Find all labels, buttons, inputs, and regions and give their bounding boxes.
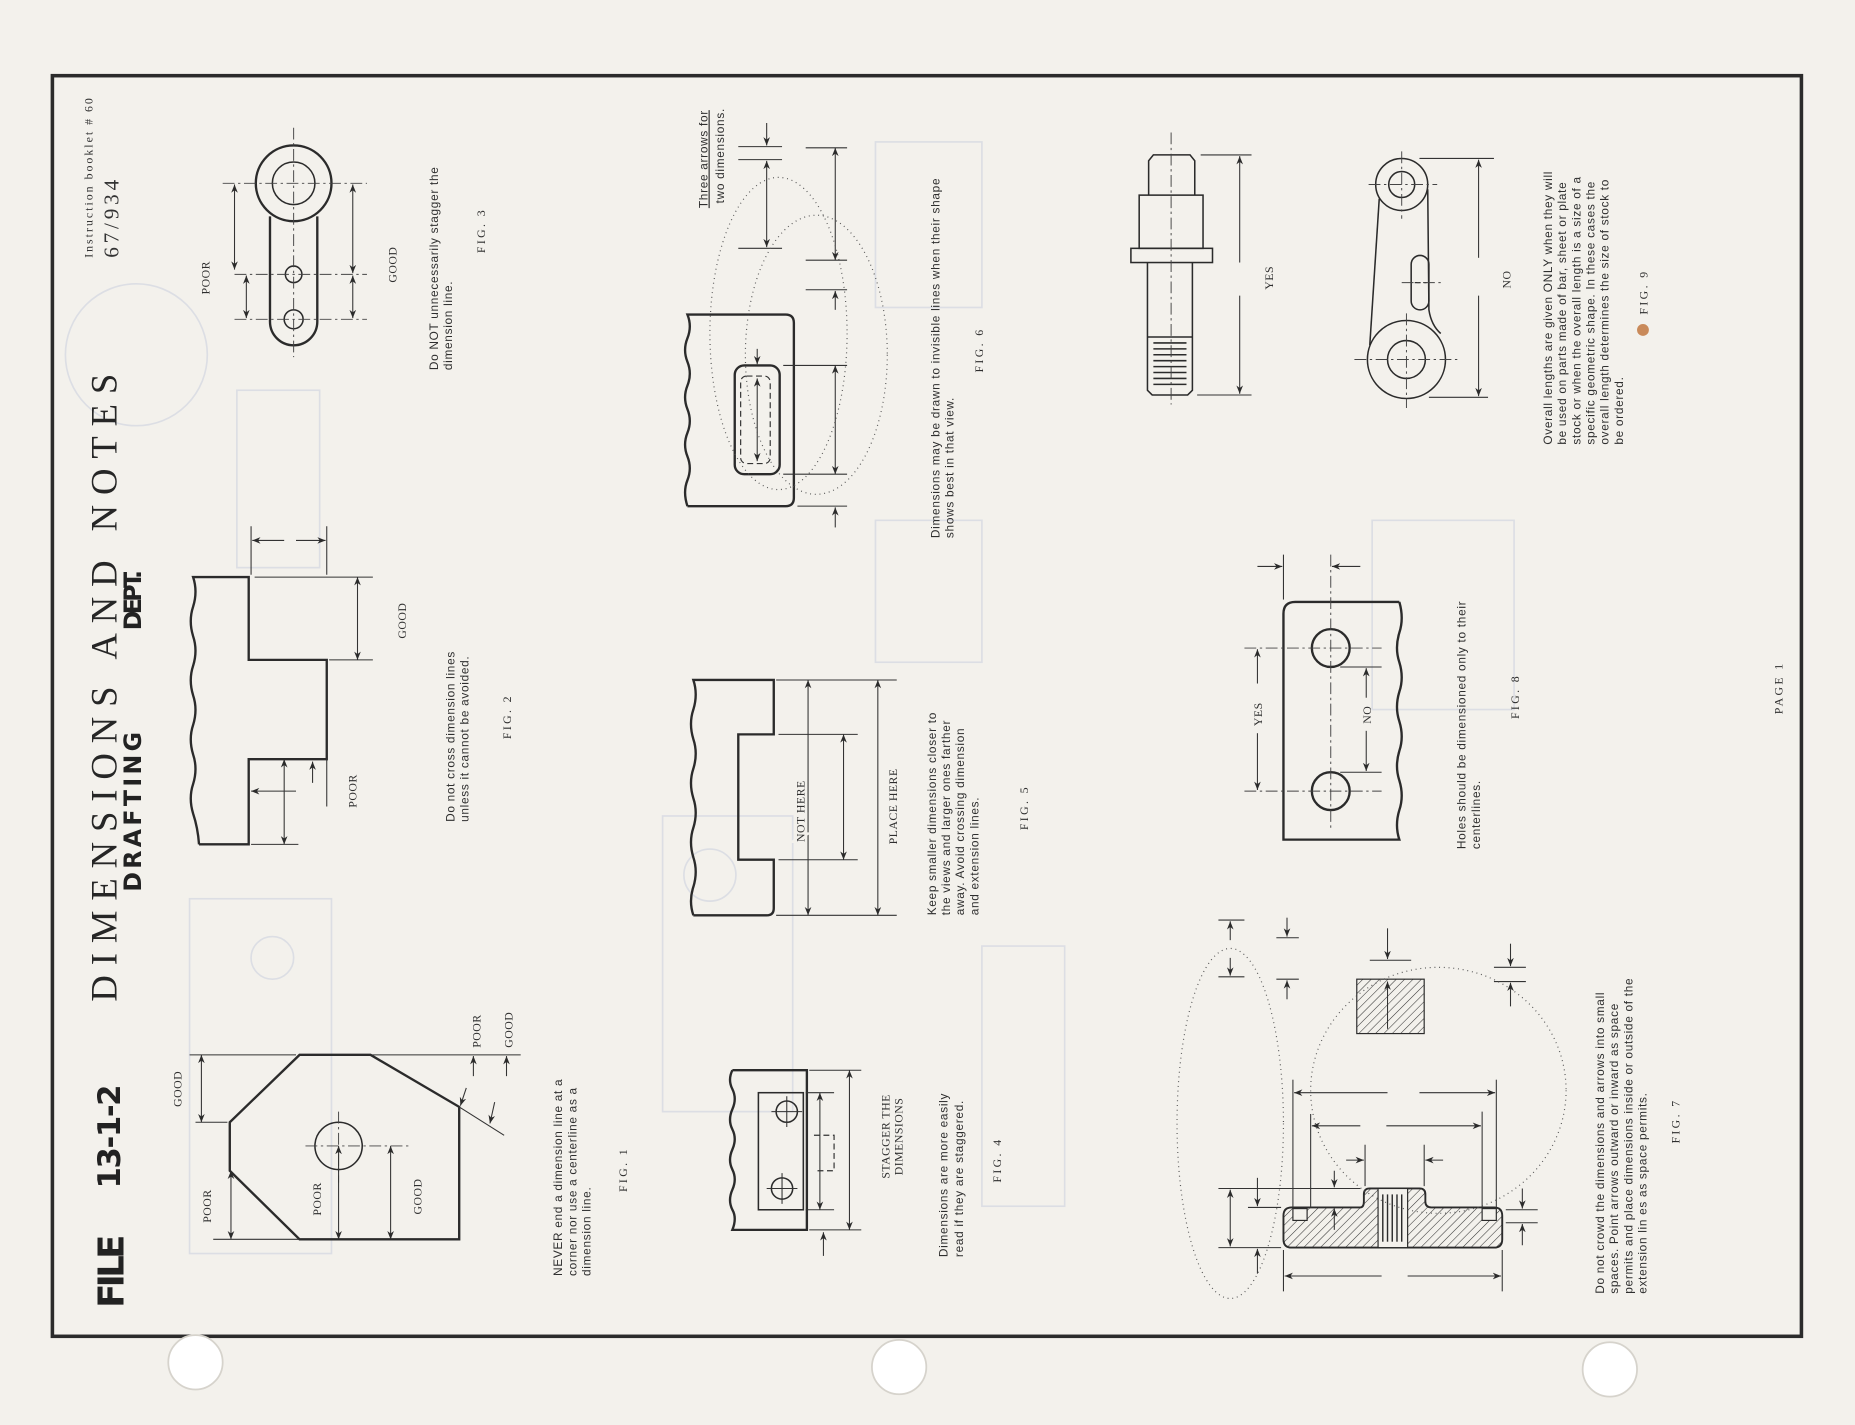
fig9-caption-line: Overall lengths are given ONLY when they… [1541, 171, 1555, 445]
figure-3: POOR GOOD Do NOT unnecessarily stagger t… [199, 127, 488, 370]
fig1-label-good-inner: GOOD [410, 1178, 424, 1214]
fig9-caption-line: stock or when the overall length is a si… [1569, 176, 1583, 444]
fig8-label-yes: YES [1251, 702, 1265, 726]
bleed-through [64, 141, 1515, 1255]
fig2-number: FIG. 2 [500, 694, 514, 739]
fig7-caption-line: spaces. Point arrows outward or inward a… [1607, 1003, 1621, 1294]
fig5-number: FIG. 5 [1017, 785, 1031, 830]
fig8-label-no: NO [1360, 706, 1374, 724]
fig5-label-place-here: PLACE HERE [886, 768, 900, 844]
punch-hole [1581, 1341, 1638, 1398]
fig5-caption-line: the views and larger ones farther [939, 720, 953, 915]
fig3-caption-line: dimension line. [441, 281, 455, 370]
fig6-caption-line: shows best in that view. [943, 397, 957, 538]
fig9-number: FIG. 9 [1637, 270, 1651, 315]
marker-dot [1637, 324, 1649, 336]
fig6-note-line: Three arrows for [697, 110, 711, 208]
fig2-caption-line: unless it cannot be avoided. [458, 656, 472, 822]
figure-4: STAGGER THE DIMENSIONS Dimensions are mo… [728, 1069, 1004, 1257]
punch-holes [167, 1334, 1638, 1398]
fig9-caption-line: be used on parts made of bar, sheet or p… [1555, 182, 1569, 445]
page-title: DIMENSIONS AND NOTES [83, 374, 124, 1002]
figure-1: GOOD POOR POOR GOOD POOR GOOD NEVER end … [170, 1012, 630, 1276]
page-number: PAGE 1 [1772, 661, 1786, 714]
fig5-caption-line: Keep smaller dimensions closer to [925, 712, 939, 915]
fig4-caption-line: Dimensions are more easily [937, 1093, 951, 1257]
file-label: FILE [91, 1235, 132, 1308]
figure-2: POOR GOOD Do not cross dimension lines u… [189, 526, 514, 846]
page-border [50, 73, 1804, 1339]
figure-8: YES NO Holes should be dimensioned only … [1244, 554, 1522, 849]
fig9-label-no: NO [1500, 271, 1514, 289]
figure-5: NOT HERE PLACE HERE Keep smaller dimensi… [689, 678, 1031, 917]
fig3-number: FIG. 3 [474, 208, 488, 253]
fig5-caption-line: away. Avoid crossing dimension [953, 728, 967, 916]
fig4-caption-line: read if they are staggered. [952, 1100, 966, 1257]
fig1-label-poor-right: POOR [469, 1014, 483, 1047]
fig6-note-line: two dimensions. [713, 108, 727, 203]
fig1-label-poor-inner: POOR [310, 1182, 324, 1215]
fig3-label-poor: POOR [199, 261, 213, 294]
fig9-label-yes: YES [1262, 266, 1276, 290]
fig6-caption-line: Dimensions may be drawn to invisible lin… [928, 178, 942, 538]
fig4-number: FIG. 4 [990, 1138, 1004, 1183]
fig1-label-poor-left: POOR [200, 1189, 214, 1222]
fig6-number: FIG. 6 [972, 327, 986, 372]
fig1-caption-line: corner nor use a centerline as a [565, 1087, 579, 1276]
fig1-label-good-top: GOOD [170, 1071, 184, 1107]
figure-6: Three arrows for two dimensions. Dimensi… [683, 108, 986, 538]
fig9-caption-line: be ordered. [1612, 376, 1626, 444]
fig4-label-stagger: STAGGER THE [879, 1094, 893, 1178]
fig1-caption-line: NEVER end a dimension line at a [551, 1079, 565, 1276]
fig9-caption-line: specific geometric shape. In these cases… [1583, 181, 1597, 445]
fig9-caption-line: overall length determines the size of st… [1598, 179, 1612, 445]
file-number: 13-1-2 [92, 1084, 128, 1188]
fig8-caption-line: Holes should be dimensioned only to thei… [1455, 601, 1469, 849]
fig3-caption-line: Do NOT unnecessarily stagger the [427, 166, 441, 370]
fig7-caption-line: Do not crowd the dimensions and arrows i… [1593, 992, 1607, 1294]
dept-line2: DEPT. [119, 570, 147, 630]
fig2-label-poor: POOR [345, 774, 359, 807]
fig3-label-good: GOOD [386, 247, 400, 283]
punch-hole [167, 1334, 224, 1391]
punch-hole [871, 1338, 928, 1396]
fig2-caption-line: Do not cross dimension lines [443, 651, 457, 822]
fig7-caption-line: extension lin es as space permits. [1636, 1092, 1650, 1293]
fig5-label-not-here: NOT HERE [794, 780, 808, 842]
booklet-number: 67/934 [100, 179, 124, 257]
fig7-number: FIG. 7 [1669, 1099, 1683, 1144]
header: FILE 13-1-2 DIMENSIONS AND NOTES DRAFTIN… [82, 98, 147, 1308]
fig1-caption-line: dimension line. [579, 1187, 593, 1276]
fig1-number: FIG. 1 [616, 1147, 630, 1192]
fig4-label-dimensions: DIMENSIONS [892, 1098, 906, 1176]
fig8-number: FIG. 8 [1508, 674, 1522, 719]
fig7-caption-line: permits and place dimensions inside or o… [1621, 978, 1635, 1294]
dept-line1: DRAFTING [119, 732, 147, 892]
fig1-label-good-right: GOOD [501, 1012, 515, 1048]
figure-7: Do not crowd the dimensions and arrows i… [1176, 917, 1683, 1300]
figure-9: YES NO Overall lengths are given ONLY wh… [1130, 132, 1651, 445]
fig5-caption-line: and extension lines. [967, 797, 981, 916]
booklet-label: Instruction booklet # 60 [82, 98, 96, 258]
fig2-label-good: GOOD [395, 603, 409, 639]
fig8-caption-line: centerlines. [1469, 780, 1483, 849]
